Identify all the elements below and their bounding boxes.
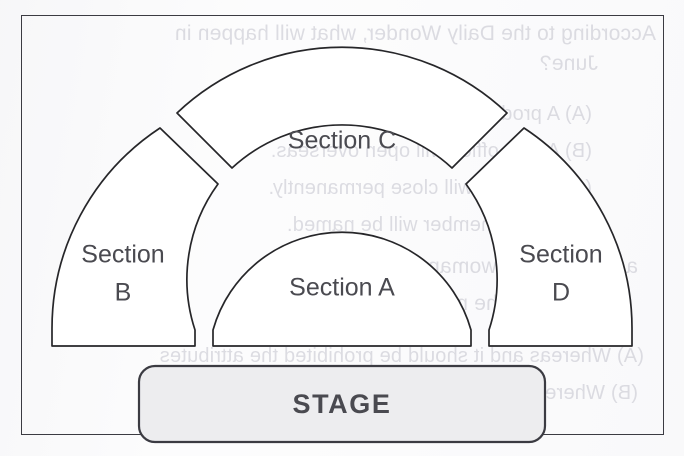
- section-d-shape[interactable]: [465, 127, 633, 347]
- stage-label: STAGE: [292, 389, 391, 419]
- section-a-group[interactable]: Section A: [212, 231, 472, 347]
- section-c-label: Section C: [288, 127, 396, 155]
- stage-shape[interactable]: [137, 364, 547, 444]
- section-b-label-line1: Section: [81, 241, 164, 269]
- section-d-label-line2: D: [552, 279, 570, 307]
- section-a-label: Section A: [289, 274, 395, 302]
- section-d-group[interactable]: Section D: [465, 127, 633, 347]
- section-c-shape[interactable]: [176, 46, 508, 169]
- section-b-group[interactable]: Section B: [51, 127, 219, 347]
- section-d-label-line1: Section: [519, 241, 602, 269]
- stage-group[interactable]: STAGE: [137, 364, 547, 444]
- section-b-label-line2: B: [115, 279, 132, 307]
- section-a-shape[interactable]: [212, 231, 472, 347]
- section-b-shape[interactable]: [51, 127, 219, 347]
- section-c-group[interactable]: Section C: [176, 46, 508, 169]
